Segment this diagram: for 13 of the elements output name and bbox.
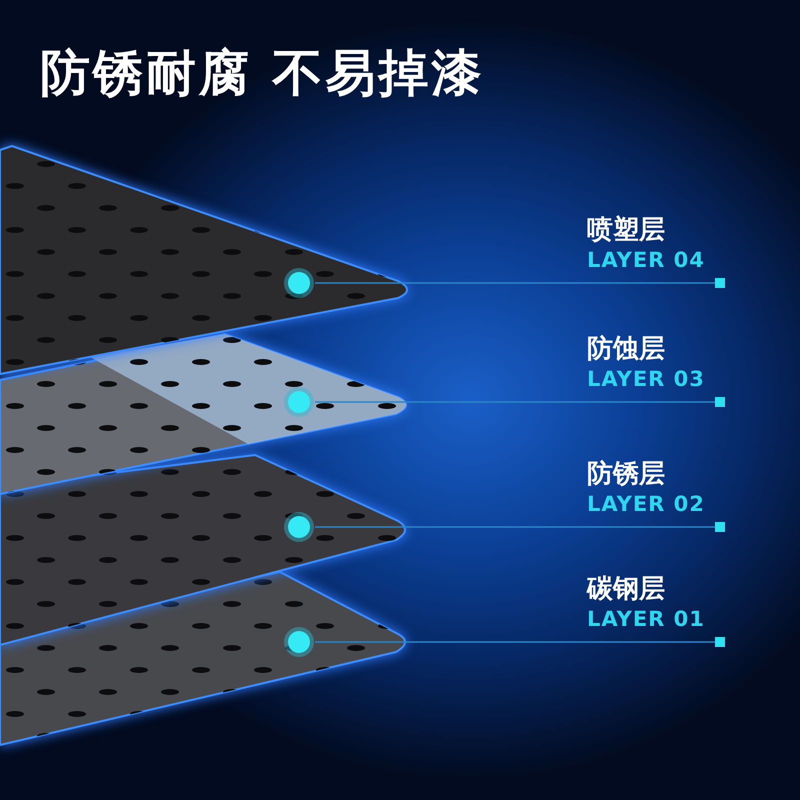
layer-number: LAYER 01 xyxy=(587,607,705,631)
layer-number: LAYER 04 xyxy=(587,248,705,272)
leader-line xyxy=(315,637,725,647)
layer-name: 喷塑层 xyxy=(587,214,665,247)
layer-name: 防锈层 xyxy=(587,458,665,491)
title: 防锈耐腐 不易掉漆 xyxy=(40,43,484,104)
leader-line xyxy=(315,278,725,288)
layer-number: LAYER 02 xyxy=(587,492,705,516)
layer-name: 碳钢层 xyxy=(587,573,665,606)
leader-line xyxy=(315,522,725,532)
layer-number: LAYER 03 xyxy=(587,367,705,391)
layer-name: 防蚀层 xyxy=(587,333,665,366)
leader-line xyxy=(315,397,725,407)
